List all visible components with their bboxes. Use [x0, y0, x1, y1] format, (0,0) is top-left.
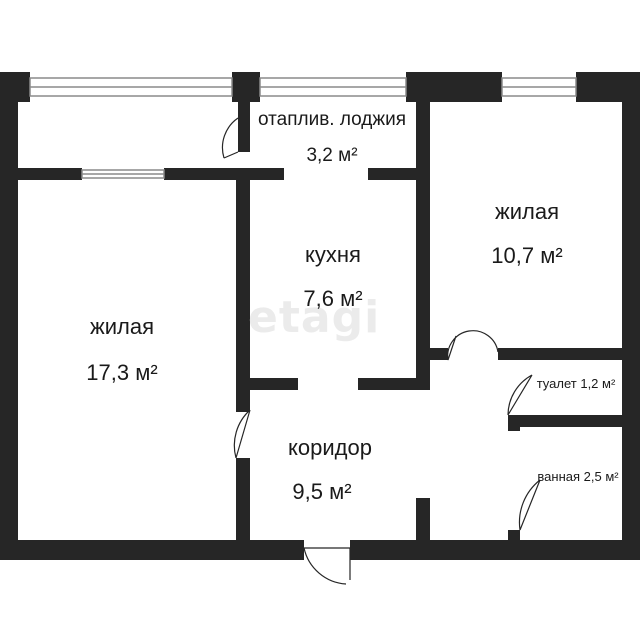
room-area-loggia: 3,2 м² [306, 145, 358, 166]
wall-v-kitchen-right [416, 100, 430, 390]
room-label-toilet: туалет 1,2 м² [536, 376, 616, 391]
walls [0, 72, 640, 560]
wall-h-kitchen-bottom [248, 378, 298, 390]
room-area-living-left: 17,3 м² [86, 360, 158, 385]
doors [221, 117, 541, 585]
room-name-loggia: отаплив. лоджия [258, 109, 406, 130]
wall-v-kitchen-left-lower [236, 458, 250, 548]
wall-v-kitchen-left [236, 180, 250, 412]
wall-v-bath-left [508, 415, 520, 431]
wall-top-mid1 [232, 72, 260, 102]
door-entrance [303, 547, 351, 585]
wall-v-loggia-left [238, 100, 250, 152]
room-area-living-right: 10,7 м² [491, 243, 563, 268]
door-loggia [221, 117, 239, 159]
room-name-corridor: коридор [288, 435, 372, 460]
wall-h-left-living-top [0, 168, 82, 180]
door-corridor-left [233, 409, 251, 459]
wall-bottom-left [0, 540, 304, 560]
room-name-living-left: жилая [90, 314, 154, 339]
wall-bottom-right [350, 540, 640, 560]
room-name-kitchen: кухня [305, 242, 361, 267]
wall-left [0, 72, 18, 560]
wall-h-right-living-bottom [430, 348, 448, 360]
door-toilet [507, 374, 533, 416]
wall-h-toilet-bottom [508, 415, 622, 427]
watermark: etagi [248, 292, 381, 343]
door-bathroom [518, 479, 541, 531]
room-area-corridor: 9,5 м² [292, 479, 352, 504]
door-right-living [447, 330, 499, 361]
room-label-bathroom: ванная 2,5 м² [537, 469, 619, 484]
wall-h-left-living-top2 [164, 168, 248, 180]
wall-h-kitchen-bottom2 [358, 378, 430, 390]
wall-right [622, 72, 640, 560]
room-area-kitchen: 7,6 м² [303, 286, 363, 311]
wall-h-kitchen-top2 [368, 168, 430, 180]
room-name-living-right: жилая [495, 199, 559, 224]
wall-v-bath-left2 [508, 530, 520, 548]
wall-h-kitchen-top [248, 168, 284, 180]
wall-h-toilet-top [498, 348, 622, 360]
windows [29, 77, 577, 179]
wall-top-mid2 [406, 72, 502, 102]
wall-v-corridor-right [416, 498, 430, 548]
